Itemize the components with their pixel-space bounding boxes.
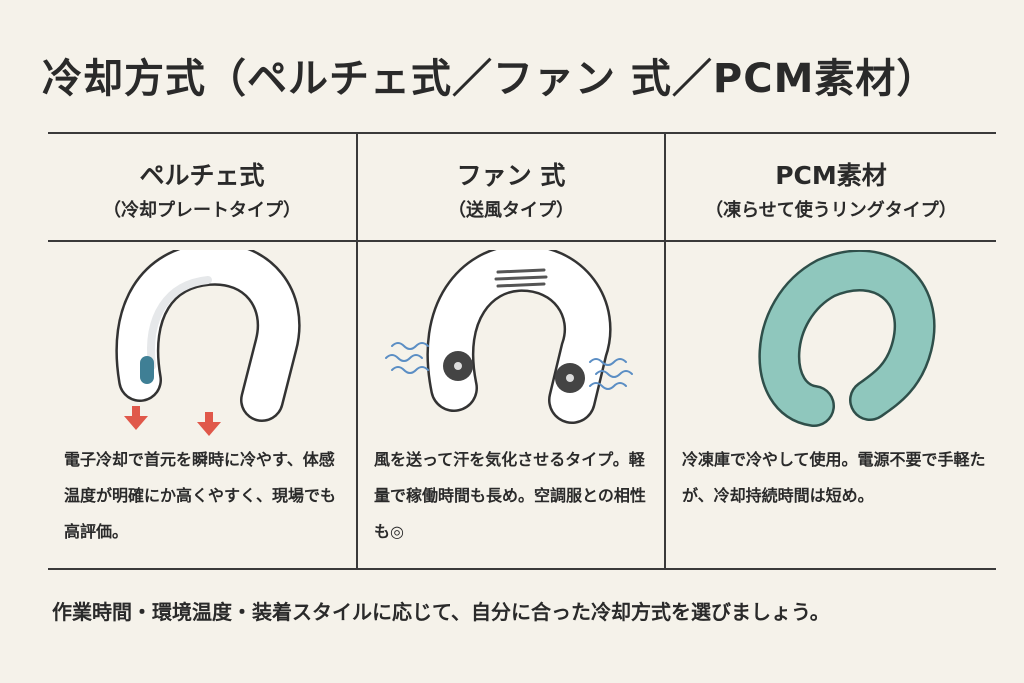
- column-heading: ペルチェ式: [139, 161, 265, 190]
- column-subheading: （凍らせて使うリングタイプ）: [705, 200, 957, 221]
- column-description: 電子冷却で首元を瞬時に冷やす、体感温度が明確にか高くやすく、現場でも高評価。: [64, 450, 337, 541]
- column-subheading: （送風タイプ）: [448, 200, 574, 221]
- header-divider: [48, 240, 996, 242]
- pcm-ring-icon: [758, 249, 936, 427]
- page-title: 冷却方式（ペルチェ式／ファン 式／PCM素材）: [42, 56, 938, 102]
- peltier-illustration: [48, 241, 356, 450]
- pcm-illustration: [666, 249, 996, 450]
- column-divider-1: [356, 134, 358, 568]
- column-description: 冷凍庫で冷やして使用。電源不要で手軽たが、冷却持続時間は短め。: [682, 450, 986, 505]
- column-divider-2: [664, 134, 666, 568]
- footer-note: 作業時間・環境温度・装着スタイルに応じて、自分に合った冷却方式を選びましょう。: [52, 600, 830, 624]
- comparison-table: ペルチェ式 （冷却プレートタイプ） 電子冷却で首元を瞬時に冷やす、体感温度が明確…: [48, 132, 996, 570]
- column-description: 風を送って汗を気化させるタイプ。軽量で稼働時間も長め。空調服との相性も◎: [374, 450, 646, 541]
- fan-neck-cooler-icon: [385, 244, 633, 424]
- peltier-neck-cooler-icon: [115, 241, 301, 436]
- column-heading: PCM素材: [775, 161, 887, 190]
- column-heading: ファン 式: [456, 161, 566, 190]
- fan-illustration: [358, 244, 664, 450]
- column-peltier: ペルチェ式 （冷却プレートタイプ） 電子冷却で首元を瞬時に冷やす、体感温度が明確…: [48, 134, 356, 568]
- column-fan: ファン 式 （送風タイプ）: [358, 134, 664, 568]
- column-subheading: （冷却プレートタイプ）: [103, 200, 301, 221]
- cool-arrow-icon: [124, 406, 221, 436]
- column-pcm: PCM素材 （凍らせて使うリングタイプ） 冷凍庫で冷やして使用。電源不要で手軽た…: [666, 134, 996, 568]
- wind-icon: [385, 342, 633, 390]
